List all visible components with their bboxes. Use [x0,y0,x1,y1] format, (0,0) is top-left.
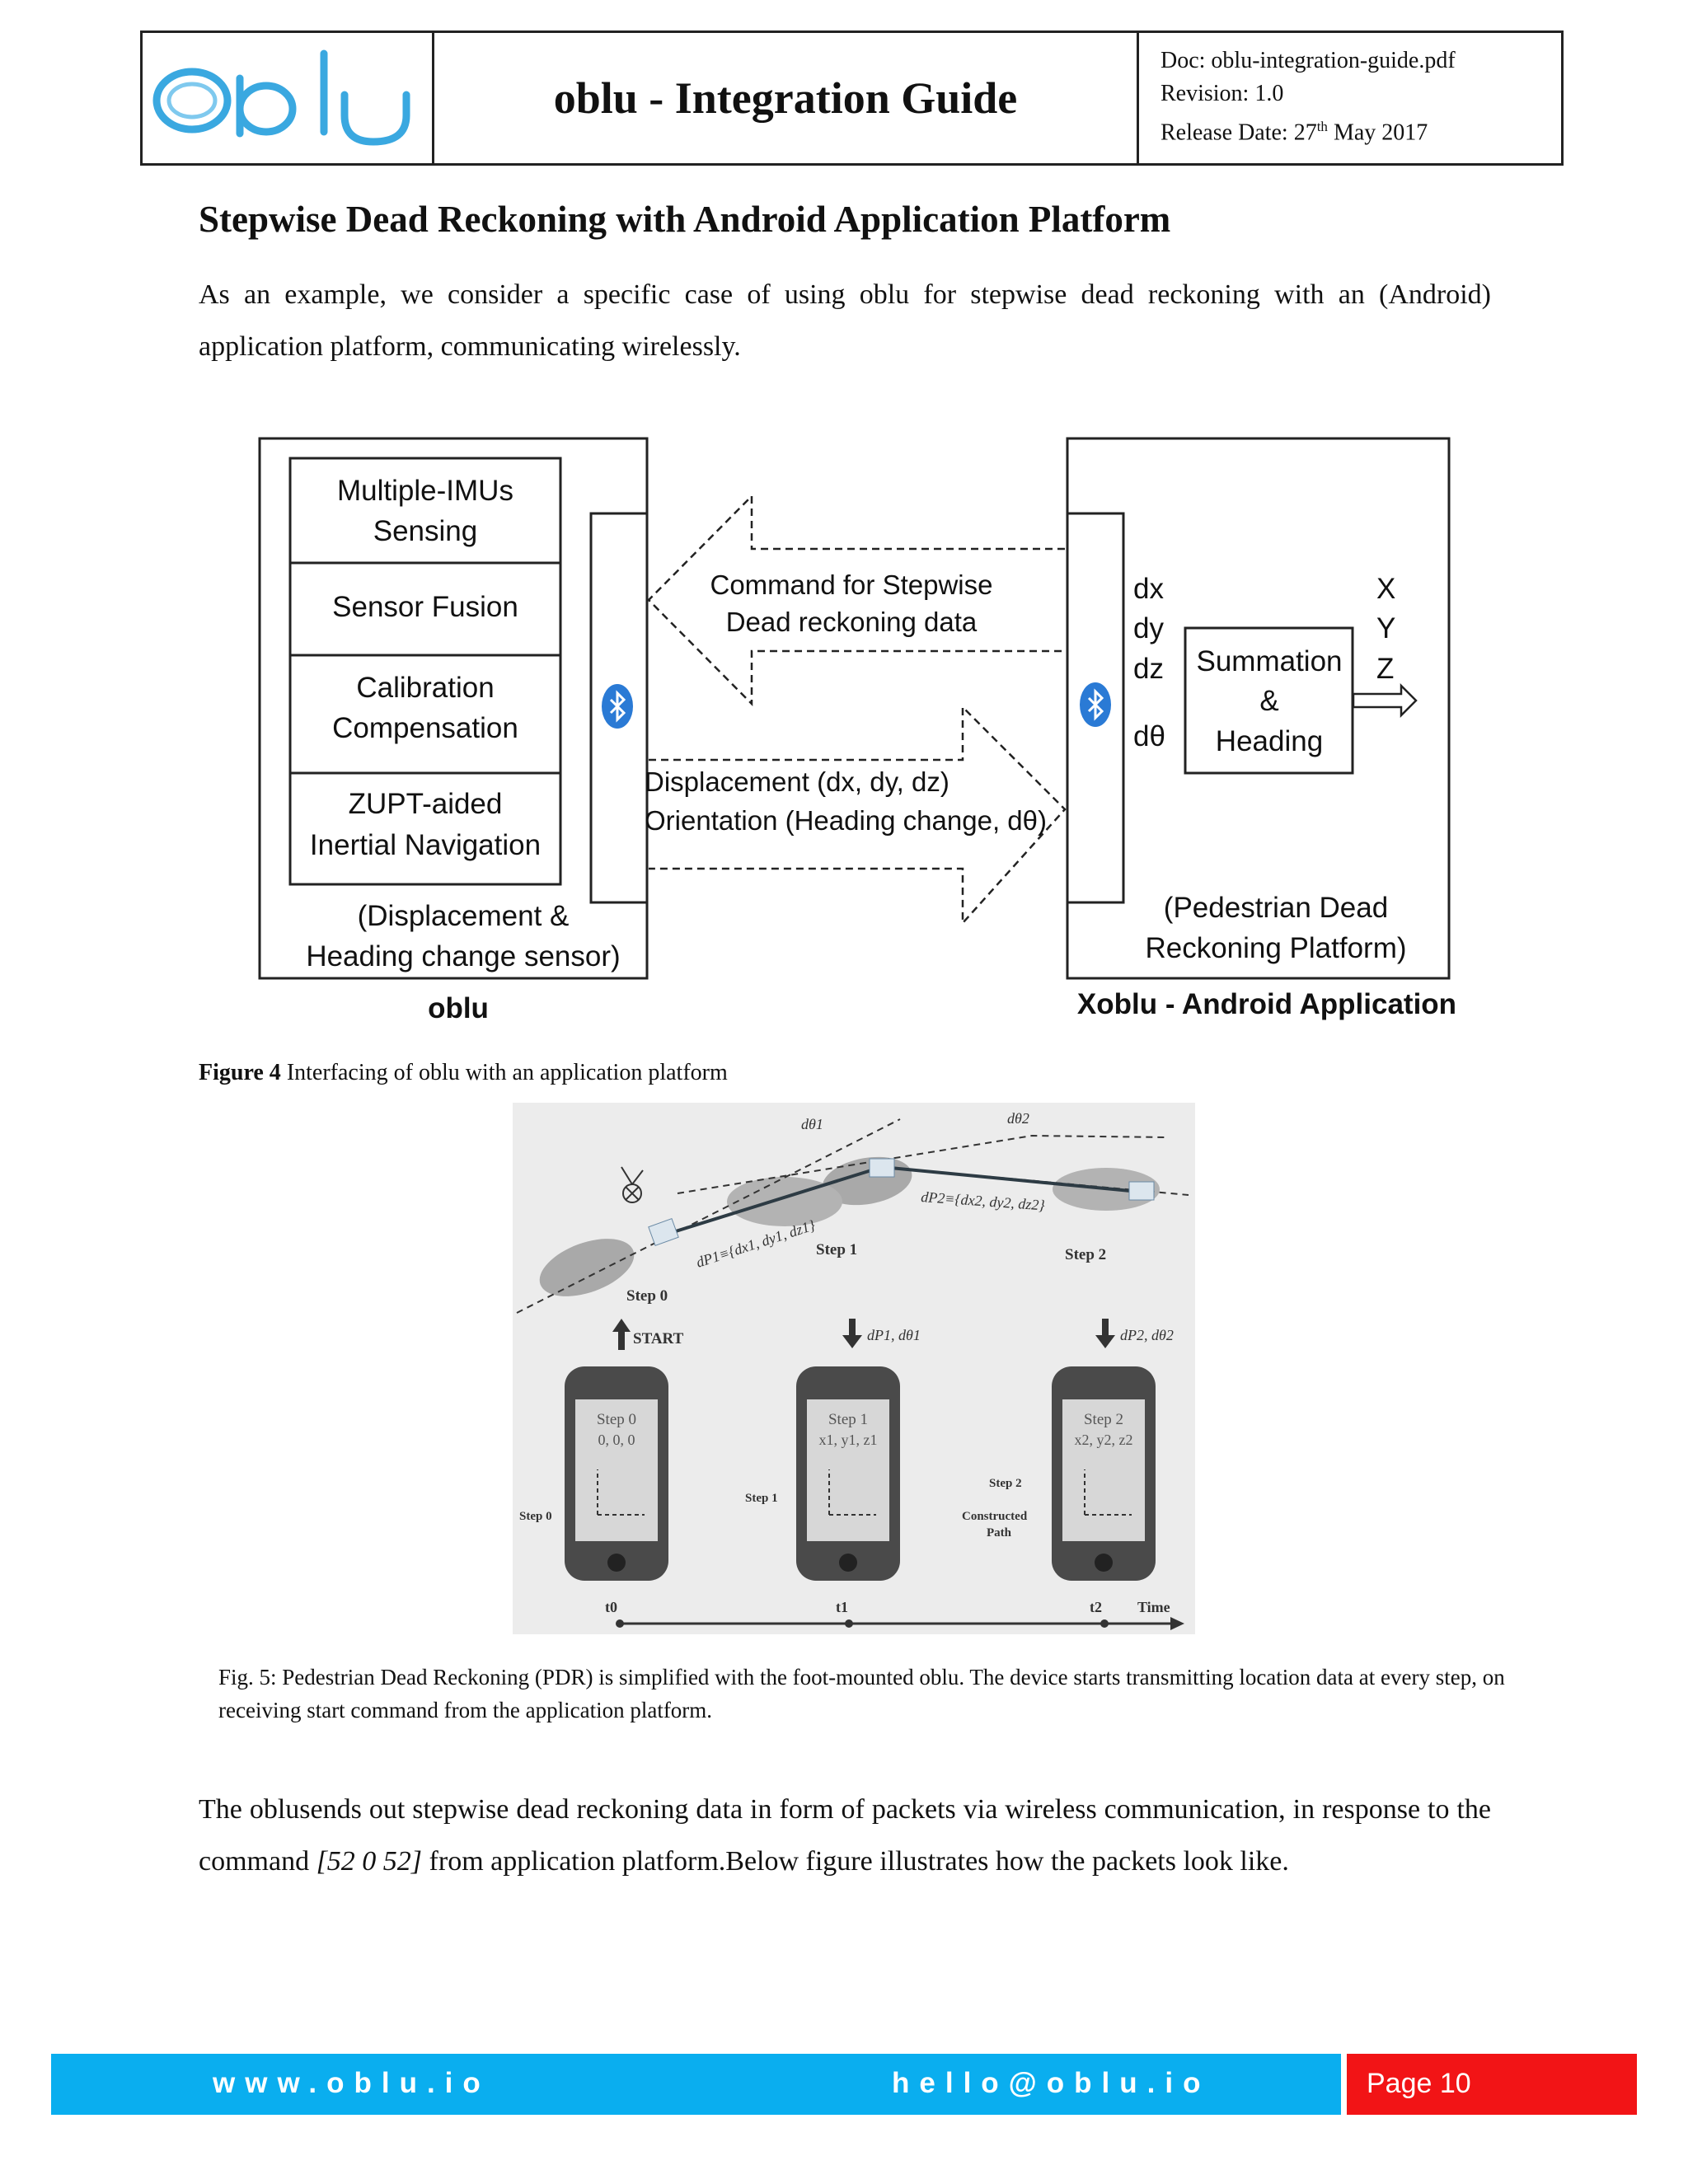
document-header: oblu - Integration Guide Doc: oblu-integ… [140,30,1564,166]
footer-bar: www.oblu.io hello@oblu.io [51,2054,1341,2115]
block-label: Inertial Navigation [310,829,541,861]
oblu-caption-1: (Displacement & [358,900,570,932]
phone-step0: Step 0 0, 0, 0 Step 0 [519,1366,668,1581]
app-label: Xoblu - Android Application [1077,988,1456,1020]
page-number-box: Page 10 [1347,2054,1637,2115]
footer-email-link[interactable]: hello@oblu.io [892,2067,1211,2099]
displacement-arrow [649,704,1067,926]
input-dtheta: dθ [1133,720,1165,752]
svg-text:x1, y1, z1: x1, y1, z1 [819,1432,878,1448]
block-label: Sensing [373,515,477,547]
svg-text:Constructed: Constructed [962,1510,1028,1523]
phone-step1: Step 1 x1, y1, z1 Step 1 [745,1366,900,1581]
block-label: Compensation [332,712,518,744]
oblu-device [648,1217,679,1247]
block-label: ZUPT-aided [349,788,503,820]
block-label: Calibration [356,672,494,704]
block-zupt [288,771,562,886]
dtheta2-label: dθ2 [1007,1110,1029,1127]
step1-label: Step 1 [816,1241,857,1258]
oblu-logo [143,33,434,163]
output-y: Y [1376,612,1395,644]
heading-line [677,1134,1169,1194]
time-label: Time [1137,1599,1170,1615]
oblu-logo-icon [152,49,410,146]
doc-filename: Doc: oblu-integration-guide.pdf [1160,48,1456,73]
svg-text:Path: Path [987,1526,1012,1540]
command-label-1: Command for Stepwise [710,569,993,600]
summation-label-1: Summation [1196,645,1342,677]
summation-label-2: & [1259,685,1278,717]
footprint-shadow [539,1239,635,1296]
heading-line [516,1118,901,1314]
svg-text:Step 1: Step 1 [828,1411,868,1428]
packets-paragraph: The oblusends out stepwise dead reckonin… [199,1794,1491,1877]
input-dy: dy [1133,612,1164,644]
output-arrow [1352,682,1418,719]
app-caption-1: (Pedestrian Dead [1164,892,1388,924]
start-arrow [612,1319,631,1350]
bluetooth-icon [602,684,633,729]
start-label: START [633,1330,684,1347]
document-title: oblu - Integration Guide [434,33,1139,163]
intro-paragraph: As an example, we consider a specific ca… [199,279,1491,362]
doc-revision: Revision: 1.0 [1160,81,1284,106]
svg-text:Step 0: Step 0 [597,1411,636,1428]
output-z: Z [1376,653,1394,685]
app-caption-2: Reckoning Platform) [1145,932,1406,964]
pdr-illustration: dθ1 dθ2 dP1≡{dx1, dy1, dz1} dP2≡{dx2, dy… [513,1103,1195,1634]
command-value: [52 0 52] [316,1846,423,1877]
phone-step2: Step 2 x2, y2, z2 Step 2 Constructed Pat… [962,1366,1156,1581]
displacement-label-2: Orientation (Heading change, dθ) [645,805,1047,836]
block-label: Sensor Fusion [332,591,518,623]
section-title: Stepwise Dead Reckoning with Android App… [199,199,1171,240]
step1-arrow [842,1319,862,1348]
output-x: X [1376,573,1395,605]
figure-4-caption: Figure 4 Interfacing of oblu with an app… [199,1060,728,1085]
document-meta: Doc: oblu-integration-guide.pdf Revision… [1139,33,1561,163]
svg-text:Step 2: Step 2 [1084,1411,1123,1428]
oblu-label: oblu [428,992,489,1024]
input-dx: dx [1133,573,1164,605]
svg-text:0, 0, 0: 0, 0, 0 [598,1432,635,1448]
svg-text:x2, y2, z2: x2, y2, z2 [1075,1432,1133,1448]
footer-website-link[interactable]: www.oblu.io [213,2067,490,2099]
dtheta1-label: dθ1 [801,1116,823,1132]
arrow1-label: dP1, dθ1 [867,1327,921,1343]
arrow2-label: dP2, dθ2 [1120,1327,1174,1343]
svg-text:Step 1: Step 1 [745,1492,778,1505]
displacement-label-1: Displacement (dx, dy, dz) [645,766,950,797]
step2-label: Step 2 [1065,1246,1106,1263]
summation-label-3: Heading [1216,725,1323,757]
oblu-device [1128,1181,1155,1201]
svg-text:Step 0: Step 0 [519,1510,552,1523]
doc-release-date: Release Date: 27th May 2017 [1160,119,1428,146]
svg-text:t1: t1 [836,1599,848,1615]
command-label-2: Dead reckoning data [726,607,978,637]
bluetooth-icon [1080,682,1111,727]
block-label: Multiple-IMUs [337,475,513,507]
step2-arrow [1095,1319,1115,1348]
input-dz: dz [1133,653,1164,685]
svg-text:t2: t2 [1090,1599,1102,1615]
step0-label: Step 0 [626,1287,668,1305]
oblu-device [869,1158,895,1178]
page-number: Page 10 [1367,2068,1471,2099]
interfacing-diagram: Multiple-IMUs Sensing Sensor Fusion Cali… [258,437,1456,1024]
oblu-caption-2: Heading change sensor) [306,940,620,972]
figure-5-caption: Fig. 5: Pedestrian Dead Reckoning (PDR) … [218,1665,1505,1722]
svg-text:Step 2: Step 2 [989,1477,1022,1490]
svg-text:t0: t0 [605,1599,617,1615]
command-arrow [647,493,1065,707]
